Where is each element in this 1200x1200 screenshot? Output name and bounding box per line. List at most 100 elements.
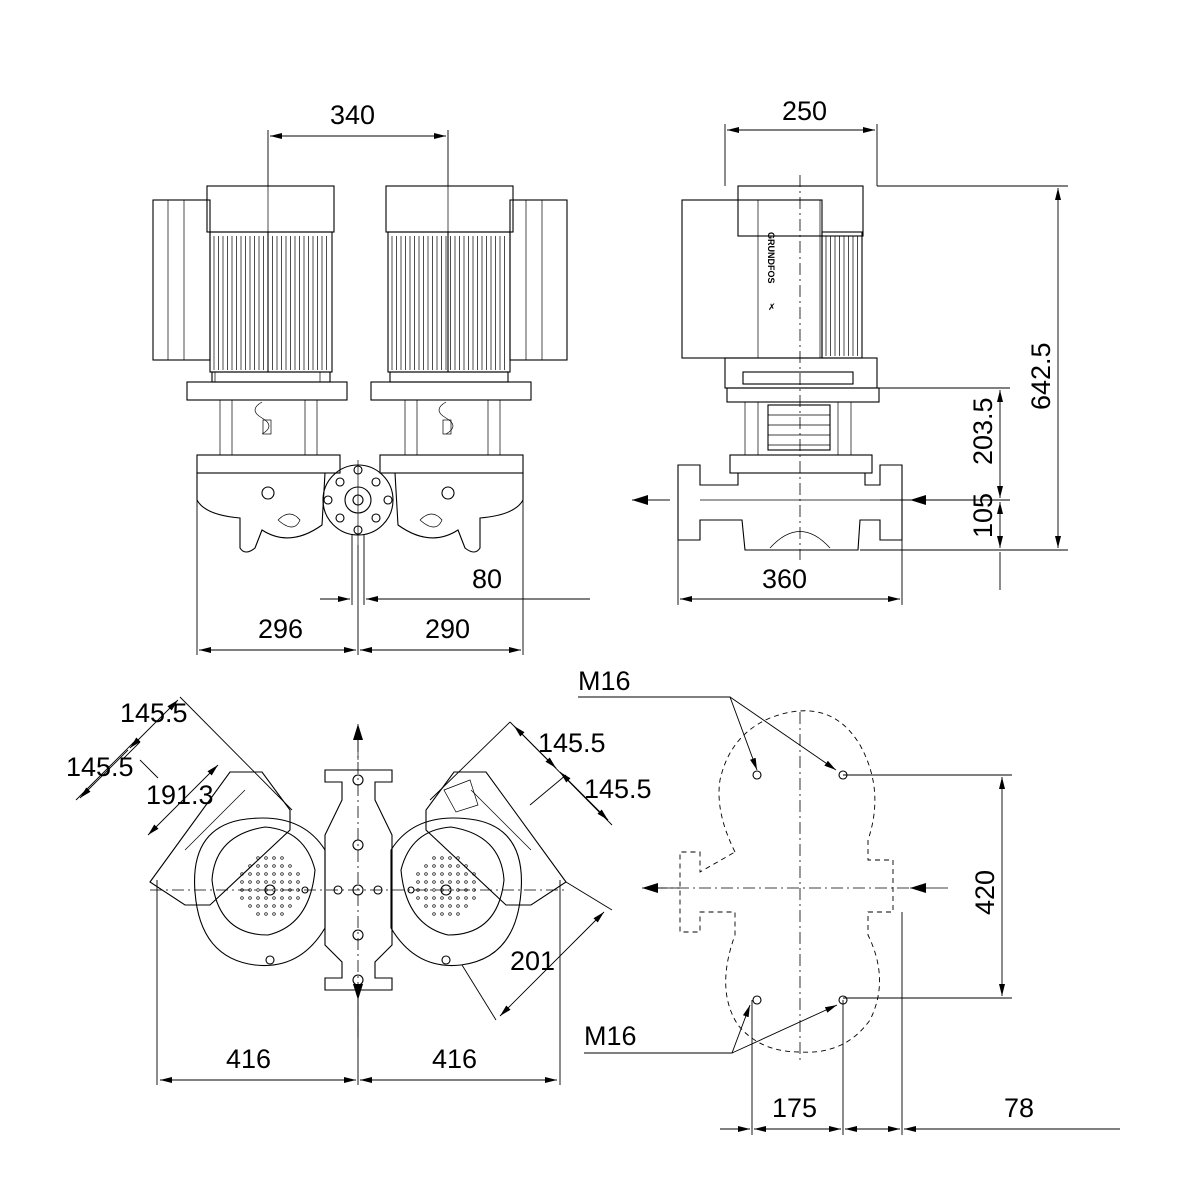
dim-port-to-port: 360 [762,564,807,594]
perforation-dot [272,896,276,900]
perforation-dot [256,864,260,868]
perforation-dot [424,864,428,868]
perforation-dot [464,896,468,900]
perforation-dot [456,880,460,884]
perforation-dot [472,880,476,884]
perforation-dot [264,864,268,868]
perforation-dot [280,912,284,916]
perforation-dot [272,912,276,916]
perforation-dot [248,880,252,884]
perforation-dot [280,856,284,860]
perforation-dot [456,856,460,860]
perforation-dot [464,872,468,876]
perforation-dot [440,856,444,860]
perforation-dot [264,904,268,908]
perforation-dot [272,872,276,876]
perforation-dot [288,880,292,884]
front-view [152,185,568,553]
perforation-dot [440,872,444,876]
perforation-dot [256,880,260,884]
dim-half-width-right: 416 [432,1044,477,1074]
foundation-view: M16 M16 420 175 78 [578,666,1120,1135]
dim-total-height: 642.5 [1026,342,1056,410]
perforation-dot [256,872,260,876]
perforation-dot [448,856,452,860]
perforation-dot [256,888,260,892]
front-view-dimensions: 340 296 290 80 [196,100,590,655]
perforation-dot [448,880,452,884]
bolt-thread-top: M16 [578,666,631,696]
perforation-dot [456,904,460,908]
perforation-dot [264,896,268,900]
perforation-dot [448,872,452,876]
perforation-dot [440,896,444,900]
perforation-dot [264,912,268,916]
top-view: 416 416 145.5 145.5 191.3 145.5 145.5 20… [66,696,652,1085]
perforation-dot [280,872,284,876]
perforation-dot [272,880,276,884]
bolt-thread-bottom: M16 [584,1021,637,1051]
dim-clearance-inner-left: 145.5 [66,752,134,782]
pump-housing [196,460,524,553]
perforation-dot [280,896,284,900]
dim-bolt-offset: 78 [1004,1093,1034,1123]
perforation-dot [280,864,284,868]
perforation-dot [424,872,428,876]
perforation-dot [240,872,244,876]
perforation-dot [424,896,428,900]
dim-coupling-height: 203.5 [968,397,998,465]
perforation-dot [456,864,460,868]
perforation-dot [440,904,444,908]
perforation-dot [432,888,436,892]
perforation-dot [472,872,476,876]
perforation-dot [272,856,276,860]
perforation-dot [456,872,460,876]
perforation-dot [256,904,260,908]
perforation-dot [440,912,444,916]
dim-motor-depth-right: 201 [510,946,555,976]
perforation-dot [432,904,436,908]
perforation-dot [296,896,300,900]
perforation-dot [464,864,468,868]
perforation-dot [288,904,292,908]
perforation-dot [432,880,436,884]
side-view: GRUNDFOS ✗ [632,175,948,560]
perforation-dot [272,864,276,868]
left-motor [152,185,348,474]
perforation-dot [280,904,284,908]
right-motor [370,185,568,474]
perforation-dot [424,880,428,884]
perforation-dot [288,864,292,868]
perforation-dot [416,872,420,876]
dim-motor-depth-left: 191.3 [146,780,214,810]
perforation-dot [248,896,252,900]
perforation-dot [264,856,268,860]
dim-port-height: 105 [968,493,998,538]
perforation-dot [248,872,252,876]
perforation-dot [296,880,300,884]
perforation-dot [296,872,300,876]
brand-label: GRUNDFOS [766,232,776,284]
dim-clearance-inner-right: 145.5 [538,728,606,758]
perforation-dot [448,912,452,916]
perforation-dot [464,904,468,908]
dim-motor-spacing: 340 [330,100,375,130]
perforation-dot [456,896,460,900]
perforation-dot [256,856,260,860]
perforation-dot [280,880,284,884]
perforation-dot [272,904,276,908]
perforation-dot [248,904,252,908]
perforation-dot [440,864,444,868]
perforation-dot [472,896,476,900]
perforation-dot [440,880,444,884]
perforation-dot [432,872,436,876]
brand-logo-icon: ✗ [768,302,776,312]
perforation-dot [432,864,436,868]
dim-motor-depth: 250 [782,96,827,126]
perforation-dot [264,880,268,884]
perforation-dot [416,880,420,884]
dim-right-to-center: 290 [425,614,470,644]
perforation-dot [432,856,436,860]
dim-bolt-spacing-vertical: 420 [970,870,1000,915]
